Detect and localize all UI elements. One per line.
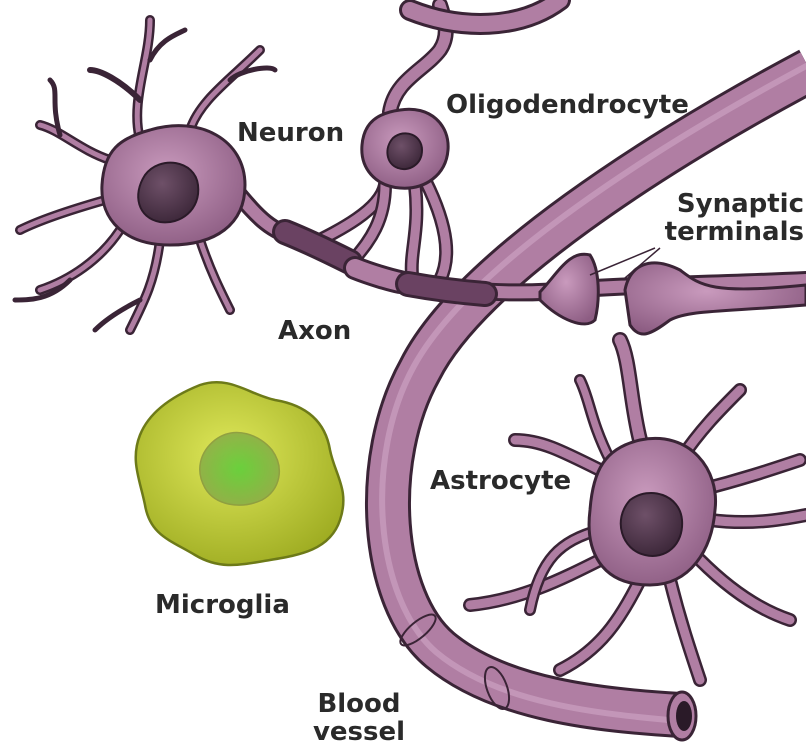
label-blood-vessel-line2: vessel: [300, 718, 418, 746]
microglia: [136, 382, 344, 565]
label-blood-vessel-line1: Blood: [300, 690, 418, 718]
oligodendrocyte: [362, 109, 448, 188]
label-synaptic-terminals: Synaptic terminals: [640, 190, 804, 246]
label-blood-vessel: Blood vessel: [300, 690, 418, 746]
label-synaptic-terminals-line1: Synaptic: [640, 190, 804, 218]
label-oligodendrocyte: Oligodendrocyte: [446, 90, 689, 120]
label-axon: Axon: [278, 316, 351, 346]
label-synaptic-terminals-line2: terminals: [640, 218, 804, 246]
synaptic-terminals: [540, 248, 806, 334]
label-neuron: Neuron: [237, 118, 344, 148]
label-microglia: Microglia: [155, 590, 290, 620]
astrocyte: [470, 340, 806, 680]
label-astrocyte: Astrocyte: [430, 466, 571, 496]
neuron: [15, 20, 275, 330]
